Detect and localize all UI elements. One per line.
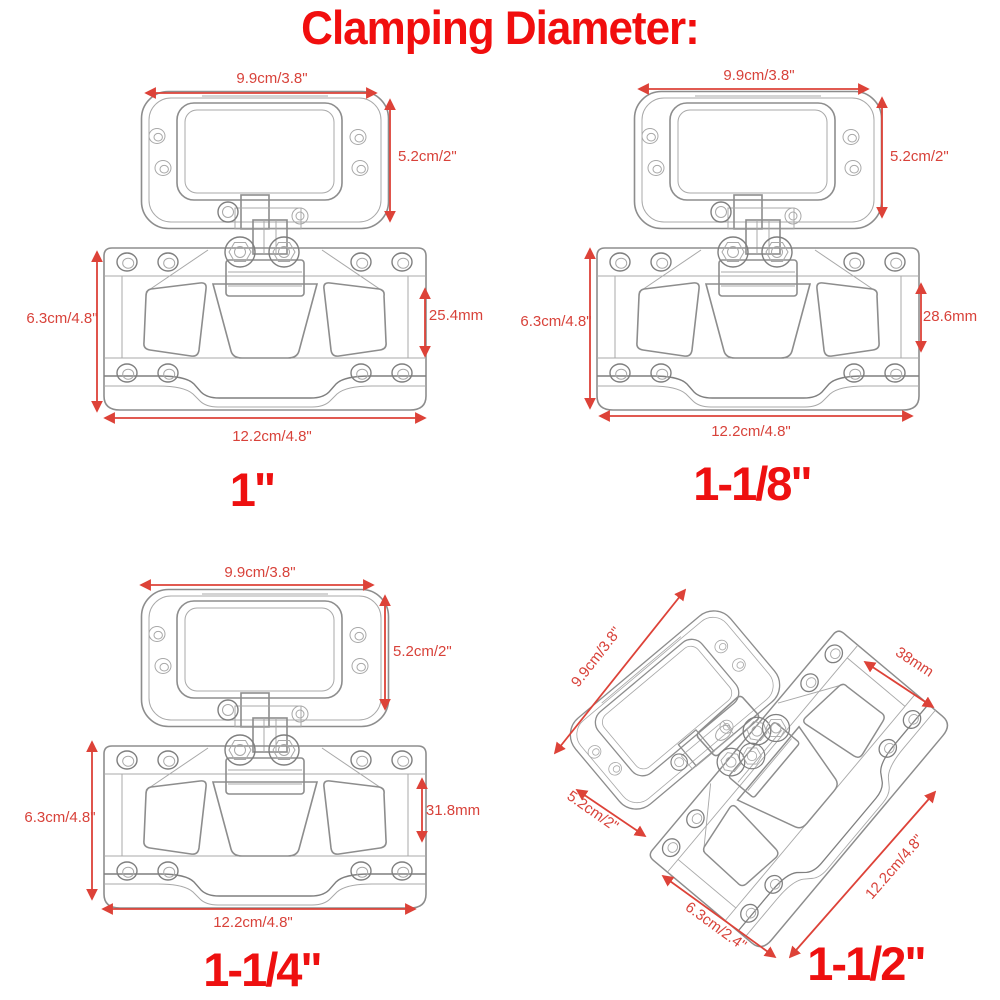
dim-top-width: 9.9cm/3.8" [723, 67, 794, 84]
dim-clamp-bore: 25.4mm [429, 307, 483, 324]
dim-top-height: 5.2cm/2" [564, 788, 622, 836]
dim-base-height: 6.3cm/4.8" [24, 809, 95, 826]
size-label-1-inch: 1" [230, 463, 274, 516]
dimension-arrows [553, 588, 937, 959]
dim-top-width: 9.9cm/3.8" [224, 564, 295, 581]
clamp-front-view-drawing [104, 92, 426, 411]
dimension-arrows [86, 579, 428, 915]
dim-base-width: 12.2cm/4.8" [862, 831, 927, 902]
dim-top-height: 5.2cm/2" [890, 148, 949, 165]
dim-base-height: 6.3cm/2.4" [682, 899, 750, 955]
panel-clamp-1-1-4-inch: 9.9cm/3.8" 5.2cm/2" 6.3cm/4.8" 31.8mm 12… [0, 558, 500, 1000]
dim-base-height: 6.3cm/4.8" [26, 310, 97, 327]
page-title: Clamping Diameter: [301, 1, 700, 55]
panel-clamp-1-inch: 9.9cm/3.8" 5.2cm/2" 6.3cm/4.8" 25.4mm 12… [0, 60, 500, 520]
panel-clamp-1-1-2-inch: 9.9cm/3.8" 38mm 5.2cm/2" 6.3cm/2.4" 12.2… [500, 540, 1000, 1000]
size-label-1-1-8-inch: 1-1/8" [693, 457, 810, 510]
dim-top-height: 5.2cm/2" [393, 643, 452, 660]
dim-base-height: 6.3cm/4.8" [520, 313, 591, 330]
dim-clamp-bore: 31.8mm [426, 802, 480, 819]
clamp-front-view-drawing [597, 92, 919, 411]
size-label-1-1-2-inch: 1-1/2" [807, 937, 924, 990]
dim-base-width: 12.2cm/4.8" [711, 423, 791, 440]
dimension-arrows [584, 83, 927, 422]
dim-top-width: 9.9cm/3.8" [568, 624, 625, 691]
dim-clamp-bore: 28.6mm [923, 308, 977, 325]
clamp-front-view-drawing [104, 590, 426, 909]
panel-clamp-1-1-8-inch: 9.9cm/3.8" 5.2cm/2" 6.3cm/4.8" 28.6mm 12… [493, 60, 993, 520]
dimension-arrows [91, 87, 431, 424]
dim-top-height: 5.2cm/2" [398, 148, 457, 165]
dim-top-width: 9.9cm/3.8" [236, 70, 307, 87]
dim-base-width: 12.2cm/4.8" [232, 428, 312, 445]
dim-clamp-bore: 38mm [892, 644, 936, 681]
dim-base-width: 12.2cm/4.8" [213, 914, 293, 931]
size-label-1-1-4-inch: 1-1/4" [203, 943, 320, 996]
